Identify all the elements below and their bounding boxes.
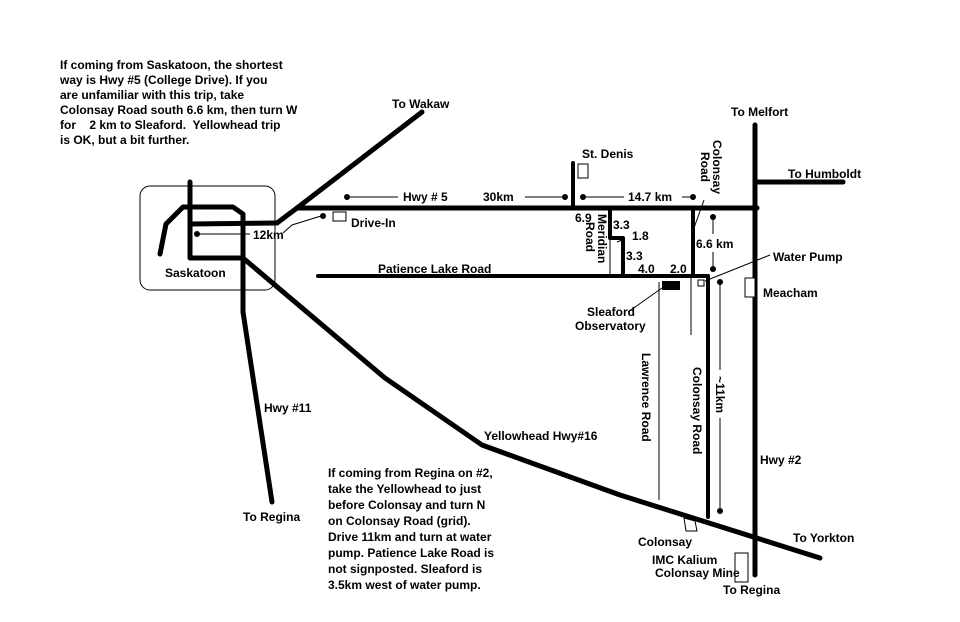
distance-patience-east: 2.0 <box>670 262 687 276</box>
dim-6-6-dot-top <box>710 214 716 220</box>
observatory-label-line2: Observatory <box>575 319 646 333</box>
st-denis-marker <box>577 163 589 179</box>
drive-in-label: Drive-In <box>351 216 396 230</box>
drive-in-marker <box>332 211 347 222</box>
dim-14-7-dot-left <box>580 194 586 200</box>
distance-hwy5-st-denis: 30km <box>483 190 514 204</box>
to-yorkton-label: To Yorkton <box>793 531 854 545</box>
meridian-jog-road <box>608 206 625 278</box>
meridian-road-label: Meridian Road <box>583 214 609 263</box>
to-regina-east-label: To Regina <box>723 583 780 597</box>
distance-st-denis-colonsay: 14.7 km <box>628 190 672 204</box>
drive-in-dot <box>320 213 326 219</box>
to-humboldt-label: To Humboldt <box>788 167 861 181</box>
yellowhead-hwy16-road <box>240 255 823 561</box>
water-pump-label: Water Pump <box>773 250 843 264</box>
patience-lake-road-label: Patience Lake Road <box>378 262 491 276</box>
dim-12km-dot <box>194 231 200 237</box>
hwy11-road <box>240 309 275 505</box>
regina-directions-note: If coming from Regina on #2, take the Ye… <box>328 466 497 592</box>
distance-jog: 1.8 <box>632 229 649 243</box>
st-denis-label: St. Denis <box>582 147 634 161</box>
meacham-marker <box>744 277 756 298</box>
to-regina-west-label: To Regina <box>243 510 300 524</box>
meacham-label: Meacham <box>763 286 818 300</box>
colonsay-road-north-label-line1: Colonsay <box>710 140 724 194</box>
yellowhead-label: Yellowhead Hwy#16 <box>484 429 598 443</box>
dim-hwy5-dot-right <box>562 194 568 200</box>
observatory-leader <box>627 287 663 313</box>
colonsay-label: Colonsay <box>638 535 692 549</box>
meridian-road-label-line2: Road <box>583 222 597 252</box>
colonsay-road-label-leader <box>693 199 705 229</box>
distance-jog-south: 3.3 <box>626 249 643 263</box>
colonsay-mine-marker <box>734 552 749 583</box>
saskatoon-street-west-loop <box>187 179 246 315</box>
distance-jog-north: 3.3 <box>613 218 630 232</box>
colonsay-town-marker <box>683 517 698 532</box>
saskatoon-city-box <box>139 185 276 291</box>
saskatoon-college-drive <box>187 220 280 227</box>
distance-colonsay-road-north: 6.6 km <box>696 237 733 251</box>
dim-hwy5-dot-left <box>344 194 350 200</box>
saskatoon-street-north-loop <box>157 204 246 261</box>
water-pump-leader <box>704 254 771 282</box>
dim-12km-leader <box>282 215 322 234</box>
observatory-label-line1: Sleaford <box>587 305 635 319</box>
lawrence-road-label: Lawrence Road <box>639 353 653 442</box>
colonsay-road-south-label: Colonsay Road <box>690 367 704 454</box>
mine-label-line2: Colonsay Mine <box>655 566 740 580</box>
jog-leader <box>616 238 626 243</box>
colonsay-road-north-label-line2: Road <box>698 152 712 182</box>
dim-14-7-dot-right <box>690 194 696 200</box>
wakaw-road <box>294 109 425 211</box>
hwy2-label: Hwy #2 <box>760 453 802 467</box>
hwy11-label: Hwy #11 <box>264 401 312 415</box>
distance-saskatoon-drive-in: 12km <box>253 228 284 242</box>
to-melfort-label: To Melfort <box>731 105 788 119</box>
to-wakaw-label: To Wakaw <box>392 97 450 111</box>
hwy5-label: Hwy # 5 <box>403 190 448 204</box>
mine-label-line1: IMC Kalium <box>652 553 717 567</box>
saskatoon-directions-note: If coming from Saskatoon, the shortest w… <box>59 58 301 147</box>
hwy5-road <box>274 205 760 226</box>
water-pump-marker <box>697 279 705 287</box>
observatory-marker <box>662 281 680 290</box>
colonsay-road-north-label: Colonsay Road <box>698 140 724 194</box>
dim-6-6-dot-bottom <box>710 266 716 272</box>
meridian-road-label-line1: Meridian <box>595 214 609 263</box>
distance-meridian-north: 6.9 <box>575 211 592 225</box>
distance-colonsay-road-south: ~11km <box>713 376 727 413</box>
dim-11km-dot-bottom <box>717 508 723 514</box>
distance-patience-west: 4.0 <box>638 262 655 276</box>
saskatoon-label: Saskatoon <box>165 266 226 280</box>
